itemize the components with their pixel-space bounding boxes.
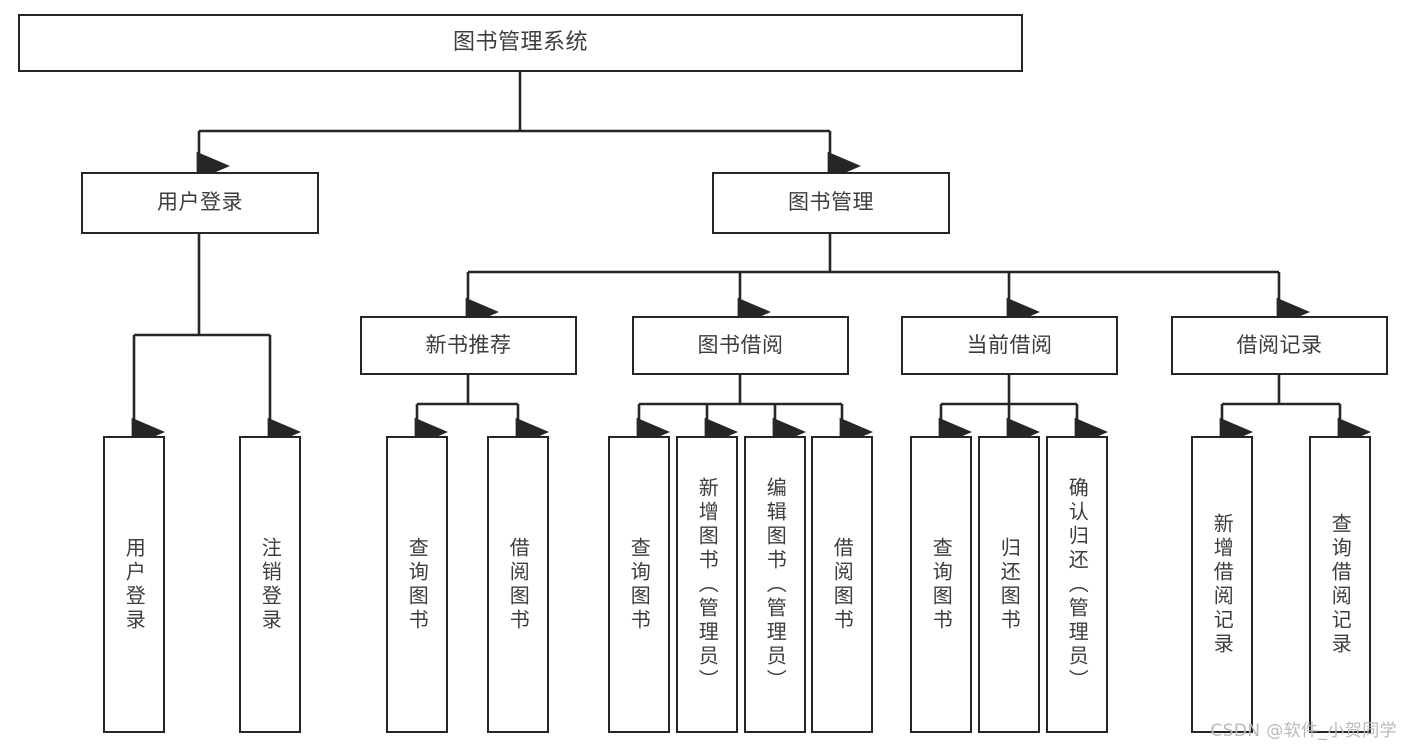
node-label: 借阅图书: [506, 536, 531, 633]
leaf-borrowrecord-query-record[interactable]: 查询借阅记录: [1309, 436, 1371, 733]
node-label: 查询图书: [405, 536, 430, 633]
node-label: 当前借阅: [966, 332, 1053, 357]
node-user-login[interactable]: 用户登录: [81, 172, 319, 234]
leaf-user-login-signin[interactable]: 用户登录: [103, 436, 165, 733]
node-label: 查询图书: [929, 536, 954, 633]
node-label: 编辑图书（管理员）: [763, 476, 788, 693]
leaf-newbook-borrow-book[interactable]: 借阅图书: [487, 436, 549, 733]
node-label: 查询图书: [627, 536, 652, 633]
node-current-borrow[interactable]: 当前借阅: [901, 316, 1118, 375]
node-root-system[interactable]: 图书管理系统: [18, 14, 1023, 72]
node-label: 图书管理系统: [452, 29, 588, 55]
leaf-bookborrow-borrow-book[interactable]: 借阅图书: [811, 436, 873, 733]
leaf-bookborrow-query-book[interactable]: 查询图书: [608, 436, 670, 733]
leaf-user-login-signout[interactable]: 注销登录: [239, 436, 301, 733]
node-label: 查询借阅记录: [1328, 512, 1353, 657]
node-label: 归还图书: [997, 536, 1022, 633]
node-borrow-record[interactable]: 借阅记录: [1171, 316, 1388, 375]
node-label: 借阅记录: [1236, 332, 1323, 357]
node-label: 用户登录: [122, 536, 147, 633]
node-label: 图书管理: [788, 190, 874, 215]
leaf-currentborrow-query-book[interactable]: 查询图书: [910, 436, 972, 733]
node-label: 注销登录: [258, 536, 283, 633]
node-label: 新增图书（管理员）: [695, 476, 720, 693]
node-new-book-recommend[interactable]: 新书推荐: [360, 316, 577, 375]
leaf-currentborrow-confirm-return-admin[interactable]: 确认归还（管理员）: [1046, 436, 1108, 733]
node-label: 新书推荐: [425, 332, 512, 357]
node-book-borrow[interactable]: 图书借阅: [632, 316, 849, 375]
leaf-currentborrow-return-book[interactable]: 归还图书: [978, 436, 1040, 733]
node-label: 新增借阅记录: [1210, 512, 1235, 657]
leaf-bookborrow-edit-book-admin[interactable]: 编辑图书（管理员）: [744, 436, 806, 733]
node-label: 图书借阅: [697, 332, 784, 357]
watermark-text: CSDN @软件_小贺同学: [1210, 721, 1397, 741]
node-label: 借阅图书: [830, 536, 855, 633]
leaf-newbook-query-book[interactable]: 查询图书: [386, 436, 448, 733]
node-label: 用户登录: [157, 190, 243, 215]
leaf-bookborrow-add-book-admin[interactable]: 新增图书（管理员）: [676, 436, 738, 733]
node-label: 确认归还（管理员）: [1065, 476, 1090, 693]
node-book-management[interactable]: 图书管理: [712, 172, 950, 234]
leaf-borrowrecord-add-record[interactable]: 新增借阅记录: [1191, 436, 1253, 733]
